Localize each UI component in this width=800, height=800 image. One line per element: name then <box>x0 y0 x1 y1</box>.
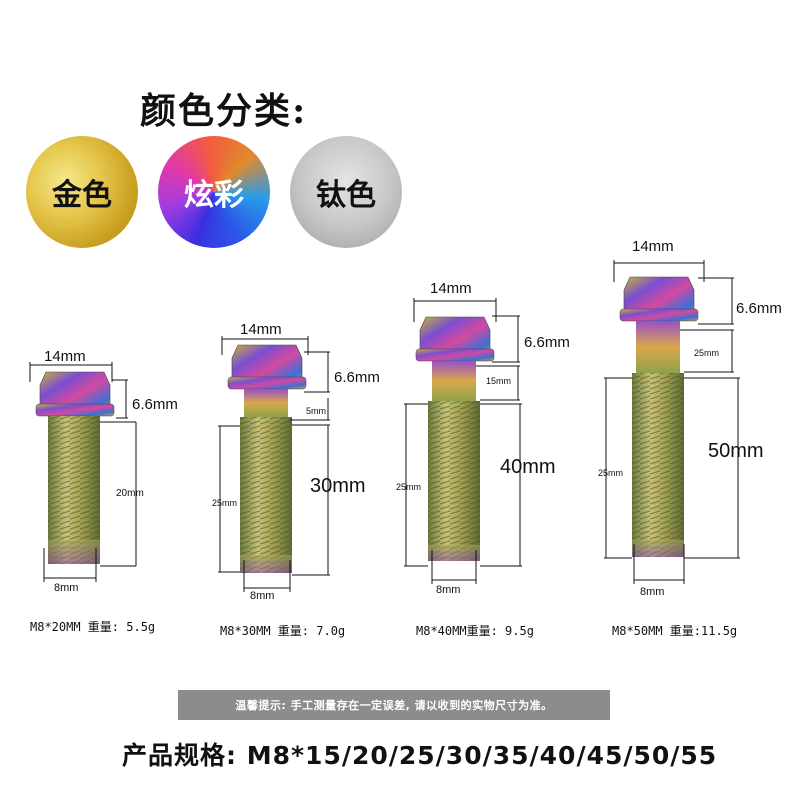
bolt3-length: 40mm <box>500 456 556 478</box>
rainbow-swatch[interactable]: 炫彩 <box>158 136 270 248</box>
bolt2-length: 30mm <box>310 475 366 497</box>
gold-swatch[interactable]: 金色 <box>26 136 138 248</box>
bolt3-head-width: 14mm <box>430 280 472 297</box>
bolt-m8x50 <box>604 260 740 584</box>
bolt-m8x20 <box>29 362 137 582</box>
bolt3-diameter: 8mm <box>436 584 461 596</box>
bolt3-caption: M8*40MM重量: 9.5g <box>416 624 534 638</box>
bolt2-diameter: 8mm <box>250 590 275 602</box>
bolt4-head-width: 14mm <box>632 238 674 255</box>
bolt-diagrams <box>29 260 740 592</box>
bolt1-caption: M8*20MM 重量: 5.5g <box>30 620 156 634</box>
bolt1-head-width: 14mm <box>44 348 86 365</box>
measurement-notice: 温馨提示: 手工测量存在一定误差, 请以收到的实物尺寸为准。 <box>178 690 610 720</box>
bolt3-thread: 25mm <box>396 482 422 492</box>
bolt-m8x40 <box>404 298 522 584</box>
bolt1-diameter: 8mm <box>54 582 79 594</box>
rainbow-swatch-label: 炫彩 <box>184 178 244 213</box>
bolt2-caption: M8*30MM 重量: 7.0g <box>220 624 346 638</box>
gold-swatch-label: 金色 <box>52 178 112 213</box>
bolt2-head-height: 6.6mm <box>334 369 380 386</box>
bolt4-length: 50mm <box>708 440 764 462</box>
product-spec: 产品规格: M8*15/20/25/30/35/40/45/50/55 <box>122 741 718 770</box>
color-category-title: 颜色分类: <box>140 90 308 132</box>
bolt4-thread: 25mm <box>598 468 624 478</box>
titanium-swatch[interactable]: 钛色 <box>290 136 402 248</box>
bolt1-length: 20mm <box>116 488 144 499</box>
bolt4-diameter: 8mm <box>640 586 665 598</box>
bolt3-head-height: 6.6mm <box>524 334 570 351</box>
bolt1-head-height: 6.6mm <box>132 396 178 413</box>
titanium-swatch-label: 钛色 <box>316 178 376 213</box>
bolt2-shoulder: 5mm <box>306 406 326 416</box>
bolt4-head-height: 6.6mm <box>736 300 782 317</box>
bolt2-head-width: 14mm <box>240 321 282 338</box>
bolt4-shoulder: 25mm <box>694 348 720 358</box>
bolt-m8x30 <box>218 336 330 592</box>
bolt2-thread: 25mm <box>212 498 238 508</box>
bolt4-caption: M8*50MM 重量:11.5g <box>612 624 738 638</box>
bolt3-shoulder: 15mm <box>486 376 512 386</box>
